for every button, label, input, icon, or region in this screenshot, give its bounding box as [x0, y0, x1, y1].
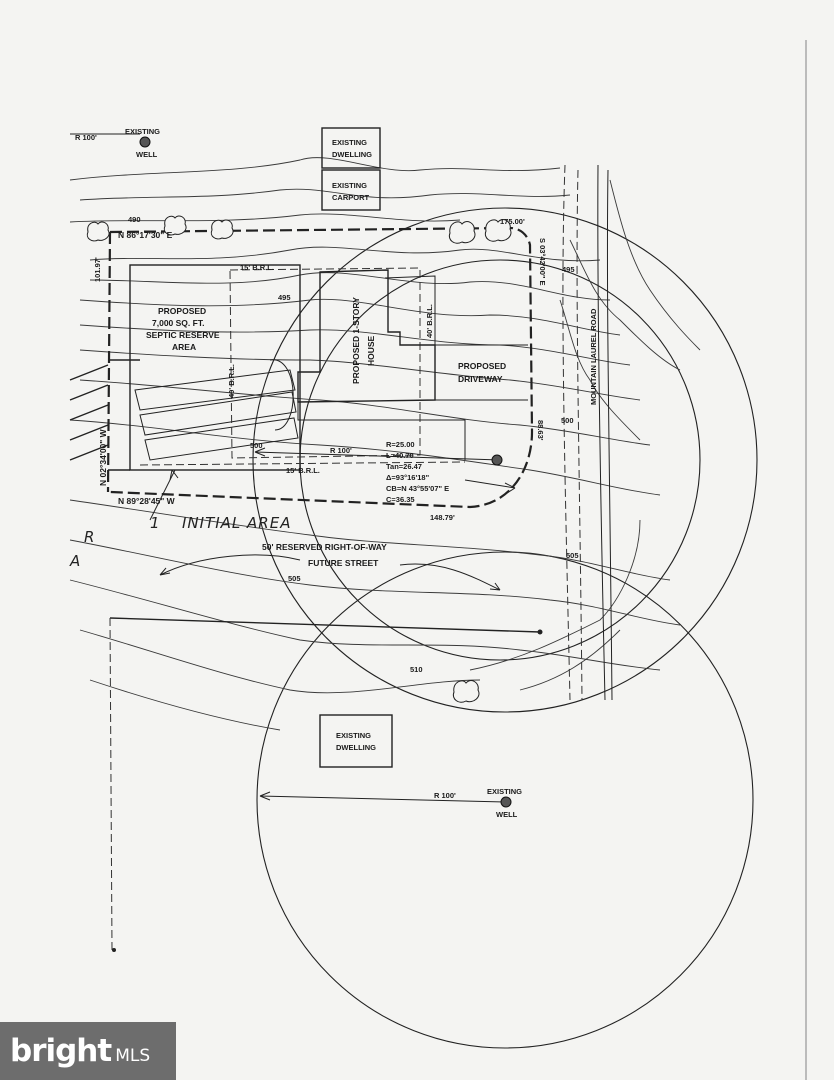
septic-label-line2: 7,000 SQ. FT. — [152, 318, 204, 328]
existing-well-label-top: EXISTING — [125, 127, 160, 136]
septic-label-line4: AREA — [172, 342, 196, 352]
contour-label-505-b: 505 — [566, 551, 579, 560]
septic-label-line1: PROPOSED — [158, 306, 206, 316]
septic-label-line3: SEPTIC RESERVE — [146, 330, 220, 340]
tree-icon — [484, 219, 512, 242]
contour-label-510: 510 — [410, 665, 423, 674]
driveway-label-line1: PROPOSED — [458, 361, 506, 371]
well-label-top: WELL — [136, 150, 158, 159]
contour-label-495-b: 495 — [562, 265, 575, 274]
initial-area-label: INITIAL AREA — [182, 514, 291, 532]
contour-label-495-a: 495 — [278, 293, 291, 302]
radius-circle-bottom — [256, 551, 754, 1049]
tree-icon — [452, 680, 480, 703]
plan-labels: R 100' EXISTING WELL EXISTING DWELLING E… — [69, 127, 598, 819]
radius-label-top: R 100' — [75, 133, 97, 142]
distance-175-label: 175.00' — [500, 217, 525, 226]
existing-well-label-bottom: EXISTING — [487, 787, 522, 796]
initial-number-label: 1 — [150, 514, 161, 532]
existing-dwelling-bottom-line1: EXISTING — [336, 731, 371, 740]
contour-label-500-a: 500 — [561, 416, 574, 425]
brightmls-watermark: bright MLS — [0, 1022, 176, 1080]
watermark-brand: bright — [10, 1033, 112, 1069]
house-label-line2: HOUSE — [366, 335, 376, 366]
radius-lines — [70, 133, 516, 803]
brl-40-right-label: 40' B.R.L. — [425, 304, 434, 338]
right-of-way-line1: 50' RESERVED RIGHT-OF-WAY — [262, 542, 387, 552]
bearing-south-label: N 89°28'45" W — [118, 496, 176, 506]
existing-carport-line2: CARPORT — [332, 193, 370, 202]
topographic-contours — [69, 157, 701, 731]
well-radius-circles — [252, 207, 758, 1049]
driveway-label-line2: DRIVEWAY — [458, 374, 503, 384]
contour-label-505-a: 505 — [288, 574, 301, 583]
curve-c-label: C=36.35 — [386, 495, 415, 504]
bearing-north-label: N 86°17'30" E — [118, 230, 173, 240]
distance-101-label: 101.97' — [93, 257, 102, 282]
contour-label-490: 490 — [128, 215, 141, 224]
wells — [139, 136, 512, 808]
tree-icon — [210, 219, 234, 240]
radius-label-mid: R 100' — [330, 446, 352, 455]
brl-15-top-label: 15' B.R.L. — [240, 263, 274, 272]
brl-15-bottom-label: 15' B.R.L. — [286, 466, 320, 475]
bearing-west-side-label: N 02°34'00" W — [98, 428, 108, 486]
curve-r-label: R=25.00 — [386, 440, 415, 449]
distance-88-label: 88.63' — [536, 420, 545, 441]
curve-delta-label: Δ=93°16'18" — [386, 473, 430, 482]
watermark-suffix: MLS — [115, 1046, 151, 1066]
well-icon-bottom — [500, 796, 512, 808]
tree-icon — [163, 215, 187, 236]
existing-carport-line1: EXISTING — [332, 181, 367, 190]
trees — [86, 215, 512, 703]
bearing-east-label: S 03°42'00" E — [538, 238, 547, 286]
existing-dwelling-top-line1: EXISTING — [332, 138, 367, 147]
well-icon-top — [139, 136, 151, 148]
well-icon-mid — [491, 454, 503, 466]
right-of-way — [109, 554, 543, 952]
mountain-laurel-road — [562, 164, 613, 701]
radius-label-bottom: R 100' — [434, 791, 456, 800]
contour-label-500-b: 500 — [250, 441, 263, 450]
proposed-driveway — [297, 344, 528, 460]
existing-dwelling-top-line2: DWELLING — [332, 150, 372, 159]
margin-r-label: R — [84, 528, 95, 546]
curve-l-label: L=40.70 — [386, 451, 414, 460]
right-of-way-line2: FUTURE STREET — [308, 558, 379, 568]
tree-icon — [448, 221, 476, 244]
road-name-label: MOUNTAIN LAUREL ROAD — [589, 308, 598, 405]
tree-icon — [86, 221, 110, 242]
margin-a-label: A — [69, 552, 81, 570]
brl-40-left-label: 40' B.R.L. — [227, 364, 236, 398]
building-restriction-lines — [139, 267, 466, 466]
septic-reserve-area — [69, 264, 301, 471]
radius-circle-top — [252, 207, 758, 713]
existing-structures-top — [321, 127, 381, 211]
property-boundary — [106, 226, 534, 509]
curve-cb-label: CB=N 43°55'07" E — [386, 484, 449, 493]
existing-dwelling-bottom-line2: DWELLING — [336, 743, 376, 752]
curve-tan-label: Tan=26.47 — [386, 462, 422, 471]
house-label-line1: PROPOSED 1-STORY — [351, 297, 361, 384]
existing-dwelling-bottom-outline — [319, 714, 393, 768]
well-label-bottom: WELL — [496, 810, 518, 819]
distance-148-label: 148.79' — [430, 513, 455, 522]
